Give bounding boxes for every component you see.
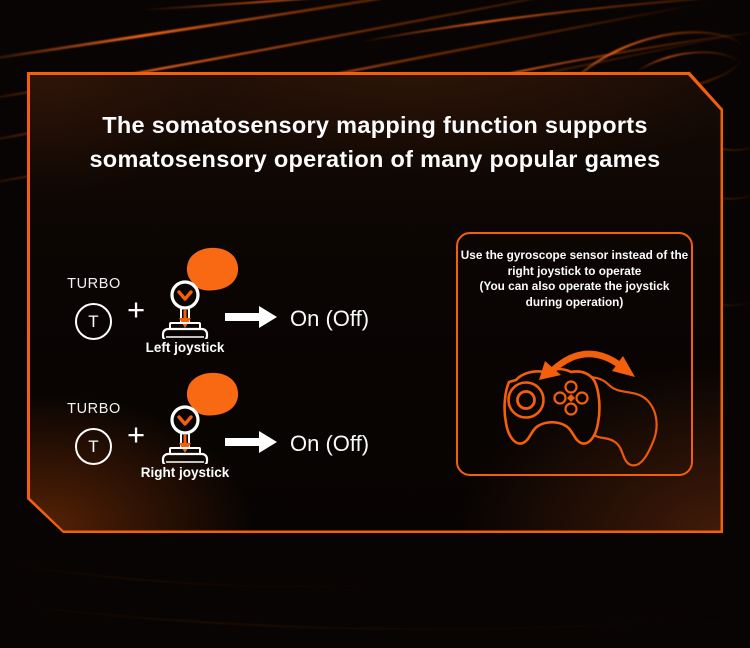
turbo-button-letter: T xyxy=(88,436,99,456)
gamepad-buttons-icon xyxy=(553,380,589,416)
joystick-label: Right joystick xyxy=(140,465,230,480)
turbo-combo-row-right: TURBO T + Right joystick xyxy=(67,367,427,482)
joystick-label: Left joystick xyxy=(145,340,225,355)
tilt-arrows-icon xyxy=(539,350,635,380)
turbo-label: TURBO xyxy=(67,276,121,292)
page-title: The somatosensory mapping function suppo… xyxy=(27,108,723,176)
turbo-label: TURBO xyxy=(67,401,121,417)
main-panel: The somatosensory mapping function suppo… xyxy=(27,72,723,533)
press-hand-icon xyxy=(186,247,239,291)
gamepad-tilt-illustration xyxy=(503,350,658,467)
title-line-1: The somatosensory mapping function suppo… xyxy=(102,112,648,138)
title-line-2: somatosensory operation of many popular … xyxy=(89,146,661,172)
turbo-button-icon: T xyxy=(75,428,112,465)
gyroscope-info-box: Use the gyroscope sensor instead of the … xyxy=(456,232,693,476)
gyroscope-info-text: Use the gyroscope sensor instead of the … xyxy=(458,248,691,310)
turbo-button-icon: T xyxy=(75,303,112,340)
arrow-right-icon xyxy=(225,431,277,453)
panel-background xyxy=(29,74,721,531)
turbo-combo-row-left: TURBO T + Left joystick xyxy=(67,242,427,357)
turbo-button-letter: T xyxy=(88,311,99,331)
plus-icon: + xyxy=(126,292,146,327)
result-text: On (Off) xyxy=(290,431,370,456)
joystick-press-icon xyxy=(161,247,239,339)
gyro-text-line-4: during operation) xyxy=(525,294,624,309)
press-hand-icon xyxy=(186,372,239,416)
plus-icon: + xyxy=(126,417,146,452)
arrow-right-icon xyxy=(225,306,277,328)
gyro-text-line-3: (You can also operate the joystick xyxy=(479,279,670,293)
result-text: On (Off) xyxy=(290,306,370,331)
gamepad-stick-icon xyxy=(507,381,545,419)
gyro-text-line-1: Use the gyroscope sensor instead of the xyxy=(460,248,689,262)
gyro-text-line-2: right joystick to operate xyxy=(507,263,642,278)
joystick-press-icon xyxy=(161,372,239,464)
